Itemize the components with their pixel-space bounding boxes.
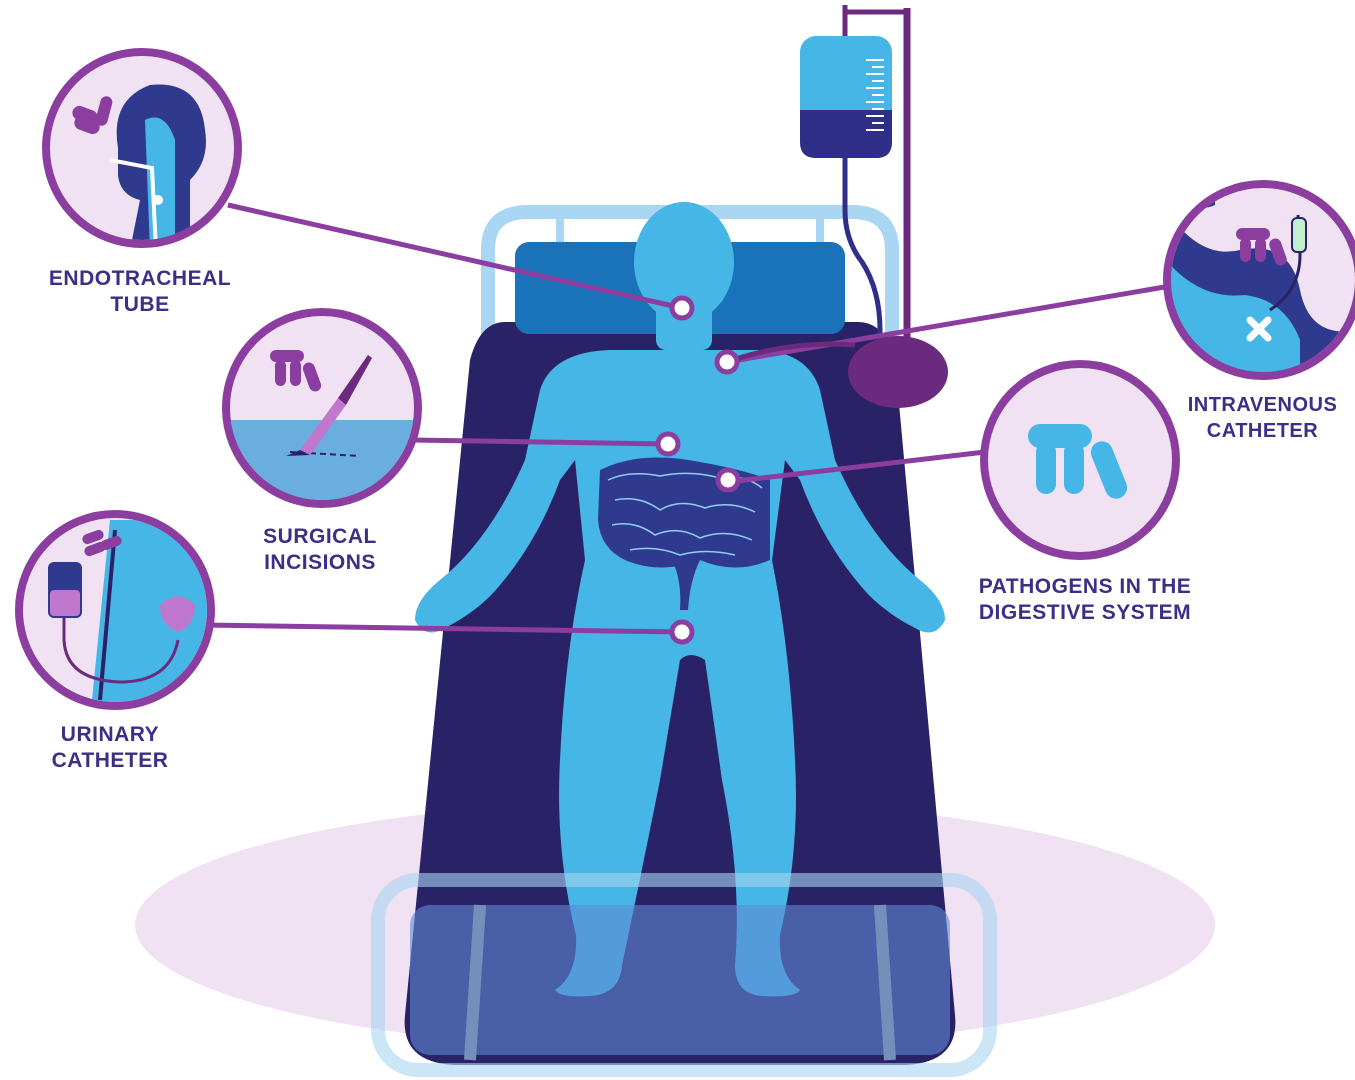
- iv-pump: [848, 336, 948, 408]
- bed-footboard: [378, 880, 990, 1070]
- intravenous-callout: [1166, 184, 1355, 380]
- urinary-callout: [19, 514, 215, 720]
- endotracheal-callout: [46, 52, 238, 250]
- digestive-callout: [984, 364, 1176, 556]
- surgical-callout: [226, 312, 426, 520]
